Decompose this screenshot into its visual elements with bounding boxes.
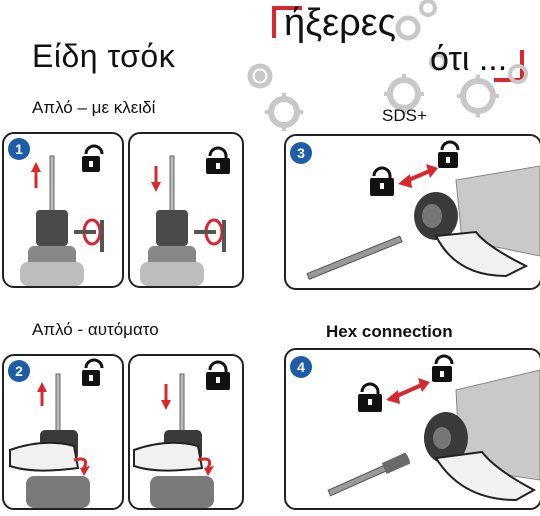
panel-keyed-unlock: 1	[2, 132, 124, 288]
lock-closed-icon	[358, 382, 382, 412]
gear-icon	[387, 77, 421, 111]
hex-chuck-illustration	[327, 354, 540, 502]
gear-icon	[247, 63, 273, 89]
step-badge: 1	[8, 138, 30, 160]
sds-bit	[306, 235, 403, 280]
section-label-keyless: Απλό - αυτόματο	[32, 320, 159, 339]
hex-bit	[327, 452, 411, 497]
page-title: Είδη τσόκ	[32, 38, 176, 74]
corner-bracket-top-left	[272, 6, 302, 38]
keyless-chuck-illustration	[133, 360, 230, 508]
lock-open-icon	[82, 144, 104, 172]
step-badge: 4	[290, 356, 312, 378]
gear-icon	[429, 53, 447, 71]
brand-text-line2: ότι ...	[430, 40, 508, 78]
gear-teeth	[265, 74, 499, 131]
panel-keyed-lock	[128, 132, 244, 288]
keyless-chuck-illustration	[9, 358, 104, 508]
arrow-icon	[37, 382, 47, 406]
panel-keyless-unlock: 2	[2, 354, 124, 510]
lock-closed-icon	[370, 166, 394, 196]
step-badge: 3	[290, 142, 312, 164]
panel-sds: 3	[284, 134, 540, 290]
gear-icon	[395, 15, 421, 41]
lock-closed-icon	[206, 360, 230, 390]
lock-closed-icon	[206, 146, 230, 174]
panel-hex: 4	[284, 348, 540, 510]
keyed-chuck-illustration	[140, 146, 230, 286]
gear-icon	[460, 78, 496, 114]
arrow-icon	[161, 384, 171, 410]
gear-icon	[419, 0, 437, 17]
brand-text-line1: ήξερες	[284, 2, 396, 44]
lock-open-icon	[432, 354, 454, 382]
arrow-icon	[398, 164, 438, 188]
lock-open-icon	[82, 358, 104, 386]
brand-graphic	[247, 0, 528, 131]
keyed-chuck-illustration	[20, 144, 104, 286]
gear-icon	[508, 64, 528, 84]
arrow-icon	[151, 166, 161, 192]
section-label-hex: Hex connection	[326, 322, 453, 341]
arrow-icon	[386, 378, 430, 404]
sds-chuck-illustration	[306, 140, 540, 280]
lock-open-icon	[438, 140, 460, 168]
arrow-icon	[31, 162, 41, 188]
panel-keyless-lock	[128, 354, 244, 510]
section-label-keyed: Απλό – με κλειδί	[32, 98, 156, 117]
section-label-sds: SDS+	[382, 106, 427, 125]
step-badge: 2	[8, 360, 30, 382]
gear-icon	[268, 96, 300, 128]
